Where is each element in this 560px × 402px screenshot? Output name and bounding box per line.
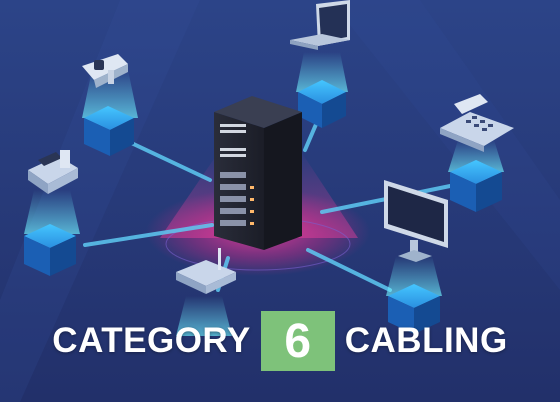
node-monitor <box>384 180 448 334</box>
cable-monitor <box>306 248 392 292</box>
headline-word-right: CABLING <box>344 321 508 360</box>
security-camera-icon <box>82 54 128 88</box>
card-terminal-icon <box>28 150 78 194</box>
node-card-terminal <box>24 150 80 276</box>
node-telephone <box>440 94 514 212</box>
category-number-badge: 6 <box>260 311 335 371</box>
cable-card-terminal <box>83 223 214 247</box>
headline-word-left: CATEGORY <box>52 321 251 360</box>
server-rack-icon <box>214 96 302 250</box>
router-icon <box>176 248 236 294</box>
headline: CATEGORY 6 CABLING <box>0 310 560 372</box>
monitor-icon <box>384 180 448 262</box>
node-router <box>176 248 236 336</box>
node-camera <box>82 54 138 156</box>
node-laptop <box>290 0 350 128</box>
laptop-icon <box>290 0 350 50</box>
cable-camera <box>123 138 212 182</box>
telephone-icon <box>440 94 514 152</box>
